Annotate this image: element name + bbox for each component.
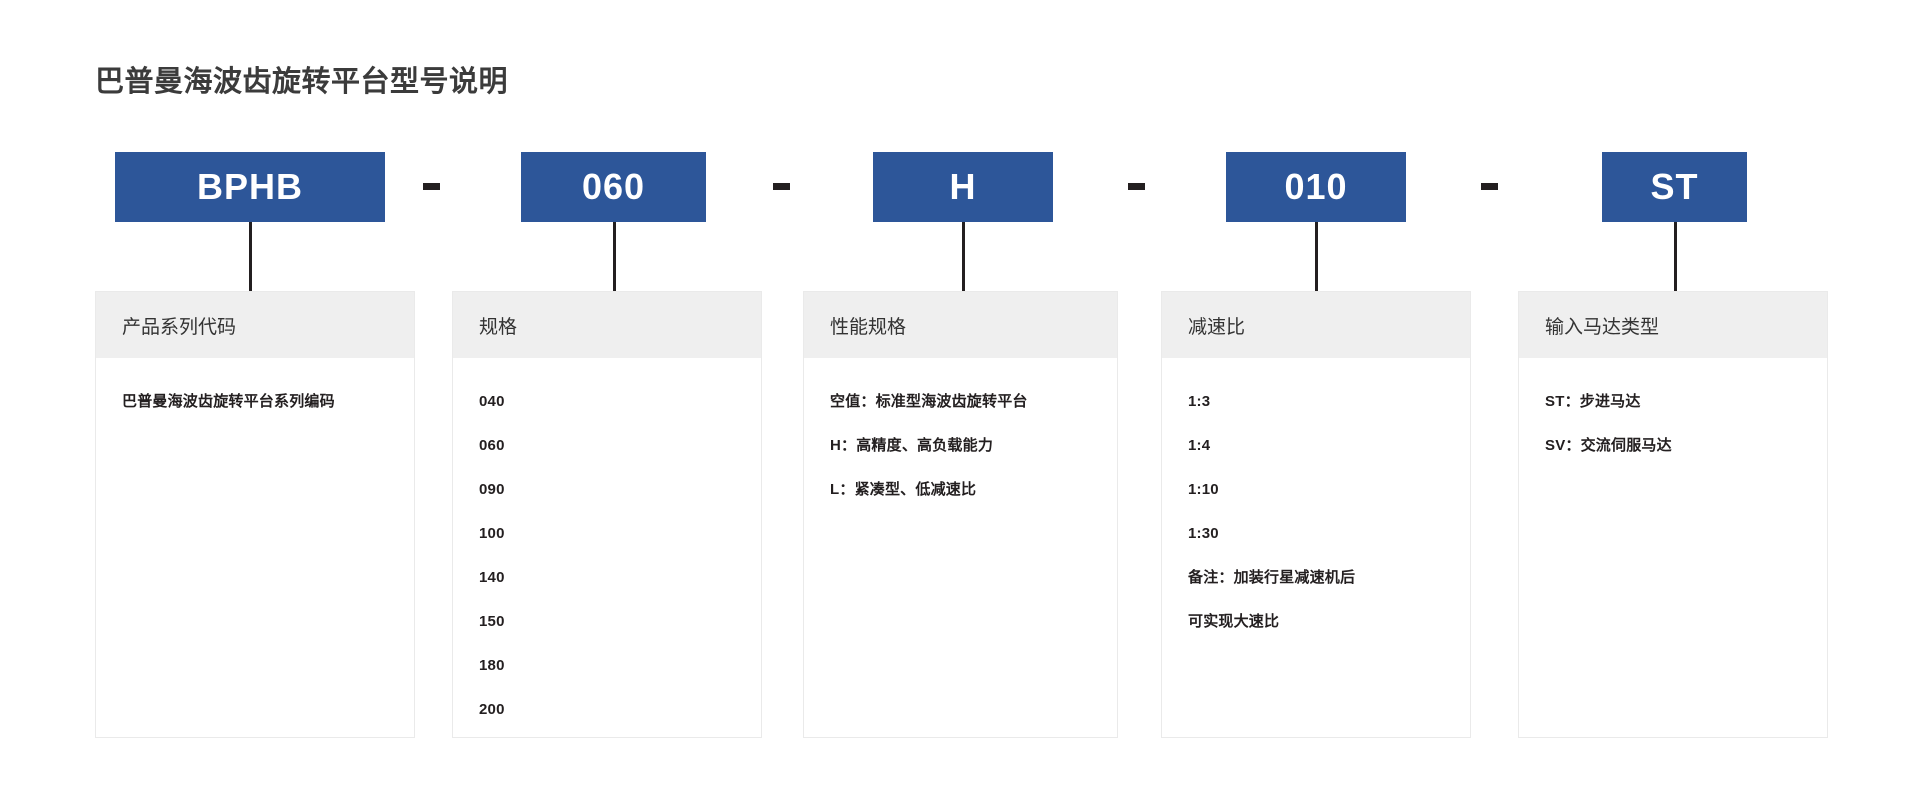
code-separator-dash-2: [1128, 183, 1145, 190]
connector-line-2: [962, 222, 965, 291]
panel-item: 巴普曼海波齿旋转平台系列编码: [122, 393, 335, 410]
code-segment-box-st[interactable]: ST: [1602, 152, 1747, 222]
spec-panel-4: 输入马达类型 ST：步进马达 SV：交流伺服马达: [1518, 291, 1828, 738]
panel-header-label: 产品系列代码: [122, 316, 237, 338]
panel-item: 1:10: [1188, 481, 1219, 498]
panel-header-label: 规格: [479, 316, 518, 338]
panel-item: 150: [479, 613, 505, 630]
panel-body-0: 巴普曼海波齿旋转平台系列编码: [96, 358, 414, 424]
panel-item: 090: [479, 481, 505, 498]
spec-panel-0: 产品系列代码巴普曼海波齿旋转平台系列编码: [95, 291, 415, 738]
spec-panel-3: 减速比 1:3 1:4 1:10 1:30 备注：加装行星减速机后可实现大速比: [1161, 291, 1471, 738]
panel-item: 100: [479, 525, 505, 542]
panel-item: 1:4: [1188, 437, 1211, 454]
spec-panel-2: 性能规格空值：标准型海波齿旋转平台 H：高精度、高负载能力 L：紧凑型、低减速比: [803, 291, 1118, 738]
panel-body-1: 040 060 090 100 140 150 180 200: [453, 358, 761, 732]
panel-header-3: 减速比: [1162, 292, 1470, 358]
panel-item: 140: [479, 569, 505, 586]
panel-header-label: 减速比: [1188, 316, 1246, 338]
code-segment-box-h[interactable]: H: [873, 152, 1053, 222]
code-separator-dash-1: [773, 183, 790, 190]
code-segment-box-010[interactable]: 010: [1226, 152, 1406, 222]
panel-item: 180: [479, 657, 505, 674]
panel-item: 060: [479, 437, 505, 454]
panel-header-2: 性能规格: [804, 292, 1117, 358]
panel-item: 200: [479, 701, 505, 718]
panel-item: 备注：加装行星减速机后: [1188, 569, 1356, 586]
panel-body-3: 1:3 1:4 1:10 1:30 备注：加装行星减速机后可实现大速比: [1162, 358, 1470, 644]
spec-panel-1: 规格 040 060 090 100 140 150 180 200: [452, 291, 762, 738]
code-segment-box-bphb[interactable]: BPHB: [115, 152, 385, 222]
panel-item: 可实现大速比: [1188, 613, 1280, 630]
panel-body-2: 空值：标准型海波齿旋转平台 H：高精度、高负载能力 L：紧凑型、低减速比: [804, 358, 1117, 512]
panel-item: ST：步进马达: [1545, 393, 1641, 410]
code-separator-dash-3: [1481, 183, 1498, 190]
connector-line-0: [249, 222, 252, 291]
panel-header-label: 输入马达类型: [1545, 316, 1660, 338]
panel-item: 040: [479, 393, 505, 410]
panel-header-label: 性能规格: [830, 316, 907, 338]
code-separator-dash-0: [423, 183, 440, 190]
panel-item: 1:30: [1188, 525, 1219, 542]
panel-item: L：紧凑型、低减速比: [830, 481, 977, 498]
page-title: 巴普曼海波齿旋转平台型号说明: [95, 66, 509, 98]
connector-line-3: [1315, 222, 1318, 291]
code-segment-box-060[interactable]: 060: [521, 152, 706, 222]
connector-line-1: [612, 222, 616, 291]
panel-item: 1:3: [1188, 393, 1211, 410]
panel-body-4: ST：步进马达 SV：交流伺服马达: [1519, 358, 1827, 468]
panel-header-1: 规格: [453, 292, 761, 358]
panel-item: H：高精度、高负载能力: [830, 437, 994, 454]
panel-header-0: 产品系列代码: [96, 292, 414, 358]
panel-item: 空值：标准型海波齿旋转平台: [830, 393, 1028, 410]
panel-header-4: 输入马达类型: [1519, 292, 1827, 358]
connector-line-4: [1673, 222, 1677, 291]
panel-item: SV：交流伺服马达: [1545, 437, 1672, 454]
